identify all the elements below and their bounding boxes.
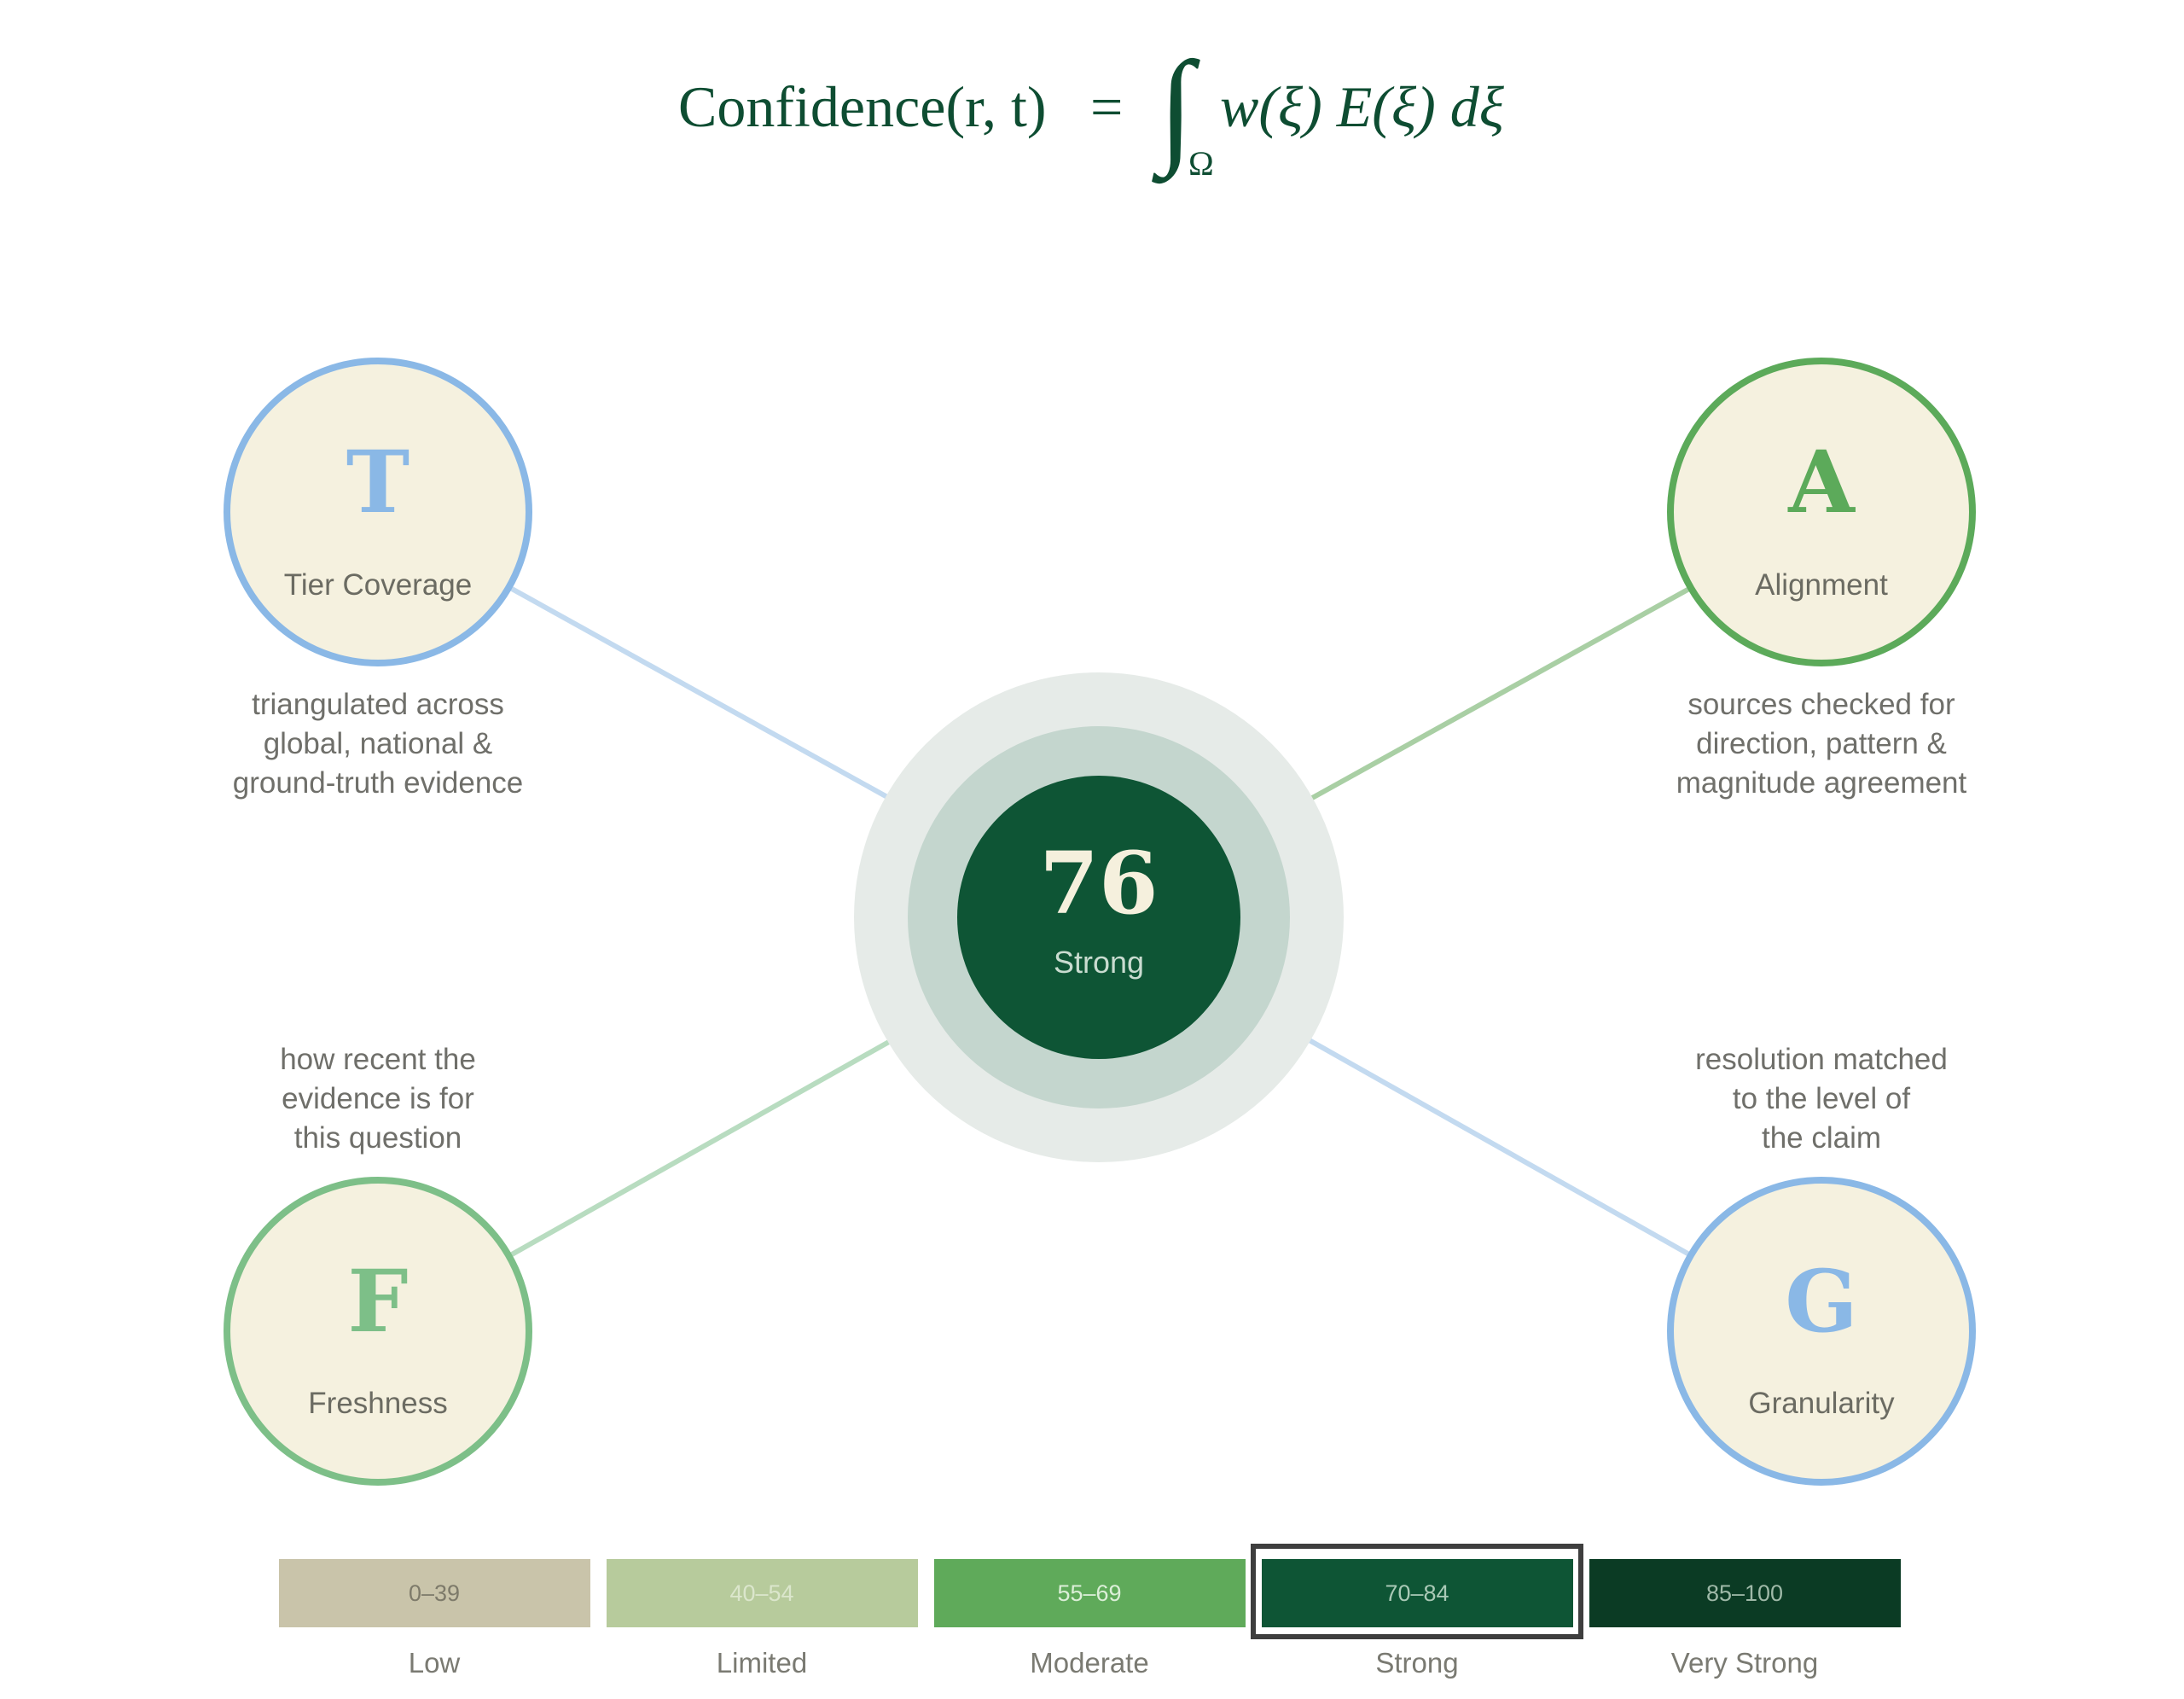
node-f-desc-line: how recent the xyxy=(280,1043,476,1076)
scale-band-limited: 40–54 Limited xyxy=(607,1559,918,1679)
center-core xyxy=(957,776,1240,1059)
node-granularity: resolution matched to the level of the c… xyxy=(1667,1043,1976,1486)
formula-lhs: Confidence(r, t) xyxy=(678,74,1047,139)
scale-band-low: 0–39 Low xyxy=(279,1559,590,1679)
node-g-circle xyxy=(1667,1177,1976,1486)
scale-band-strong: 70–84 Strong xyxy=(1251,1544,1583,1679)
formula: Confidence(r, t) = ∫ Ω w(ξ) E(ξ) dξ xyxy=(678,36,1505,184)
node-t-desc-line: ground-truth evidence xyxy=(233,766,524,800)
scale-swatch xyxy=(1589,1559,1901,1627)
scale-swatch xyxy=(279,1559,590,1627)
scale-name: Moderate xyxy=(1030,1647,1148,1679)
formula-integral: ∫ xyxy=(1152,36,1200,184)
node-alignment: A Alignment sources checked for directio… xyxy=(1667,358,1976,800)
scale-selection-border xyxy=(1251,1544,1583,1639)
node-a-circle xyxy=(1667,358,1976,666)
scale-name: Low xyxy=(409,1647,461,1679)
node-f-circle xyxy=(224,1177,532,1486)
scale-range: 40–54 xyxy=(729,1580,793,1606)
node-tier-coverage: T Tier Coverage triangulated across glob… xyxy=(224,358,532,800)
node-f-label: Freshness xyxy=(308,1387,447,1420)
node-t-circle xyxy=(224,358,532,666)
formula-subscript: Ω xyxy=(1188,144,1214,183)
node-g-desc-line: resolution matched xyxy=(1695,1043,1948,1076)
node-a-desc-line: sources checked for xyxy=(1687,688,1955,721)
formula-equals: = xyxy=(1090,74,1123,139)
confidence-scale: 0–39 Low 40–54 Limited 55–69 Moderate 70… xyxy=(279,1544,1901,1679)
node-f-desc-line: evidence is for xyxy=(282,1082,474,1115)
scale-swatch xyxy=(607,1559,918,1627)
node-g-letter: G xyxy=(1785,1251,1857,1352)
node-t-desc-line: global, national & xyxy=(264,727,493,760)
node-freshness: how recent the evidence is for this ques… xyxy=(224,1043,532,1486)
scale-band-moderate: 55–69 Moderate xyxy=(934,1559,1246,1679)
scale-name: Strong xyxy=(1375,1647,1458,1679)
node-a-desc-line: magnitude agreement xyxy=(1676,766,1967,800)
formula-rhs: w(ξ) E(ξ) dξ xyxy=(1220,74,1505,139)
center-score: 76 xyxy=(1039,833,1158,934)
scale-name: Very Strong xyxy=(1671,1647,1818,1679)
node-f-letter: F xyxy=(348,1251,409,1352)
scale-band-very-strong: 85–100 Very Strong xyxy=(1589,1559,1901,1679)
scale-range: 70–84 xyxy=(1385,1580,1449,1606)
node-a-letter: A xyxy=(1787,432,1856,532)
node-g-desc-line: the claim xyxy=(1762,1121,1881,1155)
node-f-desc-line: this question xyxy=(294,1121,462,1155)
scale-swatch xyxy=(934,1559,1246,1627)
scale-range: 55–69 xyxy=(1057,1580,1121,1606)
scale-name: Limited xyxy=(717,1647,807,1679)
node-g-desc-line: to the level of xyxy=(1733,1082,1910,1115)
node-t-letter: T xyxy=(346,432,410,532)
node-a-label: Alignment xyxy=(1755,568,1888,602)
node-t-desc-line: triangulated across xyxy=(252,688,504,721)
scale-swatch xyxy=(1262,1559,1573,1627)
center-label: Strong xyxy=(1054,945,1144,980)
center-score-group: 76 Strong xyxy=(854,672,1344,1162)
scale-range: 0–39 xyxy=(409,1580,460,1606)
node-g-label: Granularity xyxy=(1748,1387,1895,1420)
node-a-desc-line: direction, pattern & xyxy=(1696,727,1947,760)
scale-range: 85–100 xyxy=(1706,1580,1783,1606)
node-t-label: Tier Coverage xyxy=(284,568,472,602)
